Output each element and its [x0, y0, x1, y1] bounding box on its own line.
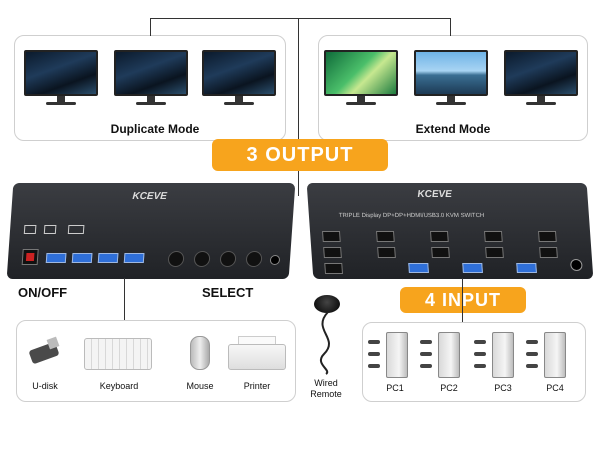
duplicate-mode-caption: Duplicate Mode	[110, 122, 200, 136]
select-button[interactable]	[219, 251, 237, 267]
peripheral-label: U-disk	[32, 381, 58, 391]
back-panel-title: TRIPLE Display DP+DP+HDMI/USB3.0 KVM SWI…	[338, 213, 485, 219]
connector-line	[150, 18, 300, 19]
connector-line	[150, 18, 151, 36]
select-button[interactable]	[245, 251, 263, 267]
brand-logo: KCEVE	[417, 189, 453, 200]
cable-icon	[368, 364, 380, 368]
cable-icon	[420, 352, 432, 356]
cable-icon	[526, 364, 538, 368]
monitor-icon	[414, 50, 488, 108]
power-switch[interactable]	[21, 249, 39, 265]
display-port	[324, 263, 344, 274]
display-port	[484, 231, 503, 242]
connector-line	[298, 18, 450, 19]
pc-label: PC2	[440, 383, 458, 393]
cable-icon	[368, 340, 380, 344]
indicator-icon	[23, 225, 37, 234]
pc-tower-icon	[386, 332, 408, 378]
monitor-icon	[202, 50, 276, 108]
display-port	[431, 247, 450, 258]
input-banner: 4 INPUT	[400, 287, 526, 313]
display-port	[322, 231, 341, 242]
cable-icon	[368, 352, 380, 356]
remote-button-icon	[314, 295, 340, 313]
usb-port	[408, 263, 429, 273]
select-label: SELECT	[202, 285, 254, 300]
pc-tower-icon	[492, 332, 514, 378]
indicator-icon	[43, 225, 57, 234]
remote-cable-icon	[319, 311, 330, 375]
usb-disk-icon	[28, 336, 60, 365]
kvm-front-unit: KCEVE	[6, 183, 296, 279]
pc-label: PC4	[546, 383, 564, 393]
monitor-icon	[324, 50, 398, 108]
keyboard-icon	[84, 338, 152, 370]
pc-label: PC1	[386, 383, 404, 393]
cable-icon	[526, 352, 538, 356]
usb-port	[97, 253, 119, 263]
usb-port	[123, 253, 145, 263]
cable-icon	[526, 340, 538, 344]
connector-line	[298, 18, 299, 196]
cable-icon	[420, 340, 432, 344]
cable-icon	[474, 352, 486, 356]
pc-label: PC3	[494, 383, 512, 393]
connector-line	[450, 18, 451, 36]
display-port	[539, 247, 558, 258]
display-port	[376, 231, 395, 242]
monitor-icon	[24, 50, 98, 108]
monitor-icon	[114, 50, 188, 108]
output-banner: 3 OUTPUT	[212, 139, 388, 171]
power-label: ON/OFF	[18, 285, 68, 300]
peripheral-label: Printer	[243, 381, 271, 391]
usb-port	[516, 263, 537, 273]
connector-line	[124, 278, 125, 320]
cable-icon	[420, 364, 432, 368]
usb-port	[71, 253, 93, 263]
extend-mode-caption: Extend Mode	[415, 122, 491, 136]
monitor-icon	[504, 50, 578, 108]
connector-line	[462, 278, 463, 322]
select-button[interactable]	[167, 251, 185, 267]
peripheral-label: Mouse	[186, 381, 214, 391]
cable-icon	[474, 340, 486, 344]
brand-logo: KCEVE	[132, 191, 168, 202]
pc-tower-icon	[544, 332, 566, 378]
cable-icon	[474, 364, 486, 368]
remote-label-line1: Wired	[314, 378, 338, 388]
display-port	[538, 231, 557, 242]
mouse-icon	[190, 336, 210, 370]
display-port	[485, 247, 504, 258]
remote-jack	[269, 255, 281, 265]
printer-icon	[228, 336, 286, 370]
usb-port	[45, 253, 67, 263]
dc-power-jack	[569, 259, 583, 271]
display-port	[430, 231, 449, 242]
indicator-icon	[67, 225, 85, 234]
select-button[interactable]	[193, 251, 211, 267]
remote-label-line2: Remote	[310, 389, 342, 399]
pc-tower-icon	[438, 332, 460, 378]
display-port	[323, 247, 342, 258]
display-port	[377, 247, 396, 258]
kvm-back-unit: KCEVE TRIPLE Display DP+DP+HDMI/USB3.0 K…	[306, 183, 594, 279]
usb-port	[462, 263, 483, 273]
peripheral-label: Keyboard	[99, 381, 139, 391]
